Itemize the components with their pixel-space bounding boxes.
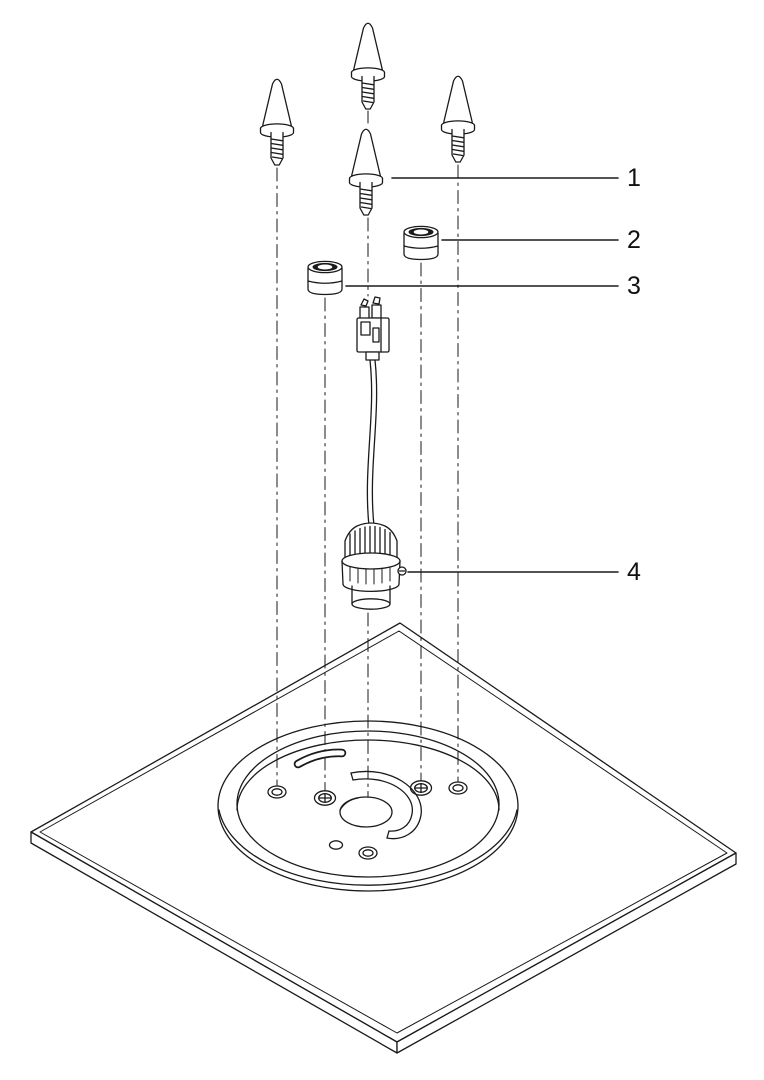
callout-label: 2 <box>627 226 641 254</box>
centerlines <box>276 110 459 813</box>
arc-slot-inner <box>295 750 345 767</box>
connector-plug <box>356 296 390 361</box>
mounting-hole <box>358 846 378 860</box>
ring-outer-wall <box>218 809 518 886</box>
ring-floor-details <box>267 748 468 860</box>
callout-label: 1 <box>627 164 641 192</box>
center-hub <box>339 796 393 828</box>
union-nut-upper <box>403 225 439 261</box>
fixing-screw <box>397 566 407 576</box>
union-nut-lower <box>307 260 343 296</box>
mounting-hole <box>328 840 344 850</box>
cone-pin <box>440 75 476 163</box>
callout-label: 3 <box>627 272 641 300</box>
module-body <box>341 552 401 610</box>
callout-3: 3 <box>345 272 641 300</box>
screw-head <box>313 790 337 806</box>
led-module <box>341 522 407 610</box>
callout-label: 4 <box>627 558 641 586</box>
plate-inner-rim <box>39 630 728 1034</box>
callout-2: 2 <box>441 226 641 254</box>
screw-head <box>409 780 433 796</box>
mounting-hole <box>267 785 287 799</box>
cone-pin <box>350 22 386 110</box>
cone-pin <box>348 128 384 216</box>
plate-edge-right <box>396 852 737 1054</box>
cable <box>366 359 378 527</box>
cone-pin <box>259 78 295 166</box>
mounting-hole <box>448 781 468 795</box>
callout-4: 4 <box>407 558 641 586</box>
cable-bracket <box>350 770 422 840</box>
callout-1: 1 <box>391 164 641 192</box>
